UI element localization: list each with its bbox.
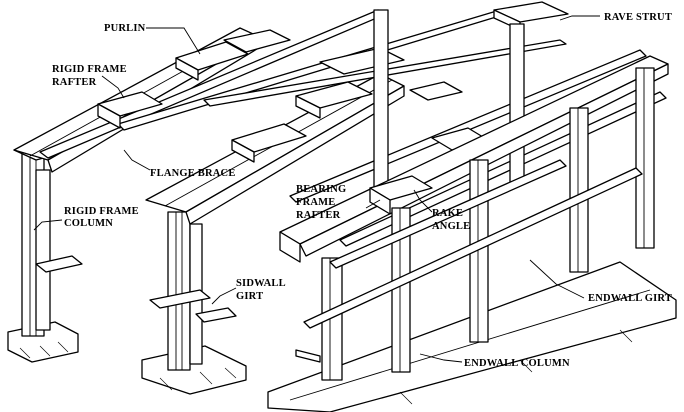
label-flange-brace: FLANGE BRACE [150,168,236,179]
rigid-frame-column-label-line2: COLUMN [64,218,113,229]
label-sidwall-girt: SIDWALL GIRT [236,278,286,302]
label-endwall-girt: ENDWALL GIRT [588,293,672,304]
rigid-frame-column-left [13,141,67,337]
label-bearing-frame-rafter: BEARING FRAME RAFTER [296,184,346,221]
label-rigid-frame-rafter: RIGID FRAME RAFTER [52,64,127,88]
rave-strut-beam [373,1,569,191]
label-rave-strut: RAVE STRUT [604,12,672,23]
flange-brace-label: FLANGE BRACE [150,168,236,179]
rake-angle-label-line1: RAKE [432,208,463,219]
bearing-frame-rafter-label-line2: FRAME [296,197,336,208]
rake-angle-label-line2: ANGLE [432,221,470,232]
bearing-frame-rafter-label-line3: RAFTER [296,210,341,221]
rake-angle [369,175,433,215]
endwall-column-label: ENDWALL COLUMN [464,358,570,369]
rigid-frame-column-label-line1: RIGID FRAME [64,206,139,217]
label-purlin: PURLIN [104,23,146,34]
rave-strut-label: RAVE STRUT [604,12,672,23]
sidwall-girt-label-line2: GIRT [236,291,263,302]
sidewall-girts [35,255,237,323]
endwall-girts [295,159,643,363]
rigid-frame-rafter-label-line2: RAFTER [52,77,97,88]
purlin-label: PURLIN [104,23,146,34]
label-rake-angle: RAKE ANGLE [432,208,470,232]
label-rigid-frame-column: RIGID FRAME COLUMN [64,206,139,229]
endwall-girt-label: ENDWALL GIRT [588,293,672,304]
leader-lines [33,15,600,363]
rigid-frame-rafter-label-line1: RIGID FRAME [52,64,127,75]
purlin-clips [97,29,489,163]
sidwall-girt-label-line1: SIDWALL [236,278,286,289]
label-endwall-column: ENDWALL COLUMN [464,358,570,369]
bearing-frame-rafter-label-line1: BEARING [296,184,346,195]
